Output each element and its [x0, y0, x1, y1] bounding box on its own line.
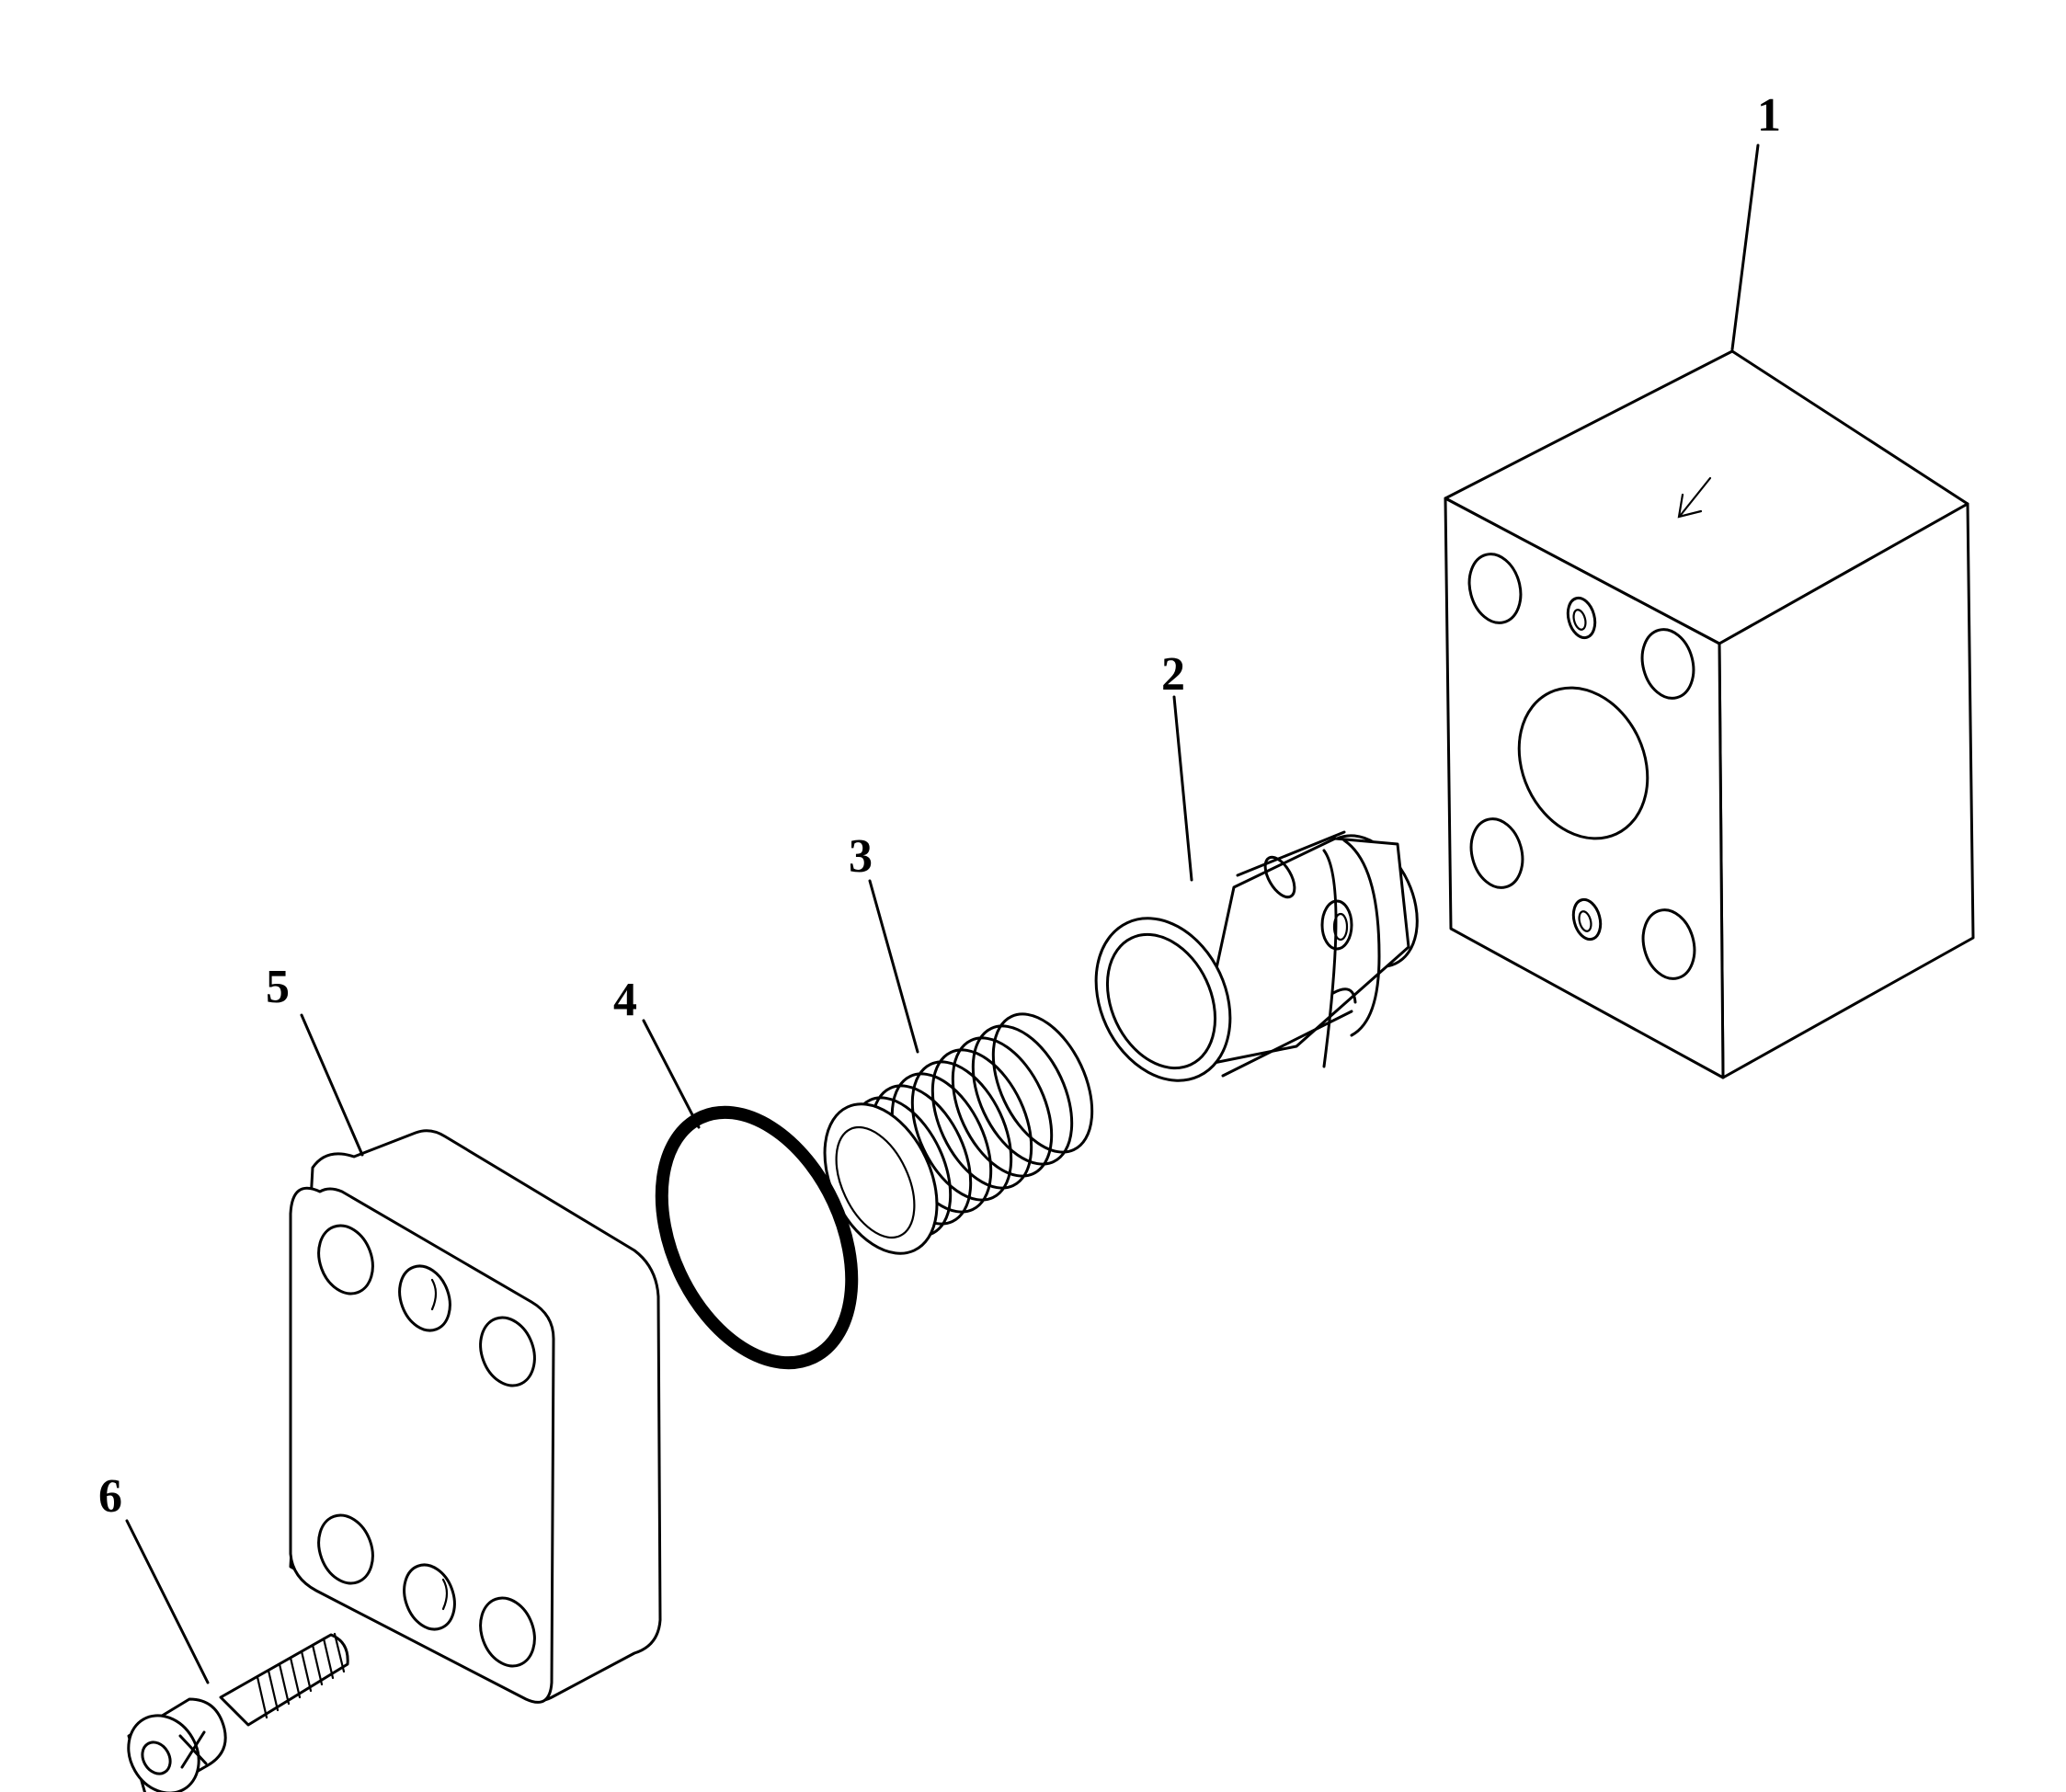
leader-line-3	[868, 879, 919, 1054]
callout-2: 2	[1161, 648, 1185, 701]
block-bolt-hole	[1640, 628, 1695, 700]
sleeve-front-opening	[1094, 917, 1232, 1082]
plate-pin-hole	[398, 1264, 451, 1332]
block-pin-hole	[1566, 596, 1597, 640]
part-2-valve-sleeve	[1094, 830, 1419, 1082]
block-bolt-hole	[1469, 817, 1524, 889]
block-bolt-hole	[1641, 908, 1696, 980]
o-ring-outer	[655, 1105, 859, 1370]
block-pin-hole	[1571, 897, 1603, 942]
callout-1: 1	[1757, 89, 1781, 142]
bolt-head-face	[127, 1714, 200, 1792]
plate-bolt-hole	[317, 1513, 374, 1585]
block-bolt-hole	[1467, 553, 1523, 624]
part-1-valve-block	[1444, 349, 1975, 1079]
plate-bolt-hole	[479, 1596, 536, 1668]
bolt-socket	[141, 1741, 172, 1775]
bolt-shank	[219, 1633, 349, 1727]
callout-4: 4	[613, 974, 637, 1026]
sleeve-port	[1320, 899, 1353, 951]
plate-bolt-hole	[317, 1224, 374, 1295]
leader-line-5	[300, 1013, 364, 1157]
block-front-face	[1444, 497, 1725, 1079]
plate-bolt-hole	[479, 1316, 536, 1387]
leader-line-6	[125, 1519, 210, 1684]
callout-6: 6	[98, 1470, 122, 1523]
plate-front-face	[289, 1186, 555, 1704]
callout-3: 3	[849, 830, 873, 883]
part-5-cover-plate	[289, 1129, 662, 1704]
part-3-spring	[823, 1012, 1094, 1255]
part-6-bolt	[127, 1632, 349, 1792]
leader-line-1	[1730, 143, 1760, 351]
flow-arrow-icon	[1677, 476, 1712, 519]
leader-line-4	[642, 1019, 701, 1129]
part-4-o-ring	[655, 1105, 859, 1370]
plate-pin-hole	[403, 1563, 456, 1631]
sleeve-port	[1263, 855, 1296, 899]
leader-line-2	[1172, 695, 1193, 882]
block-center-port	[1517, 686, 1649, 840]
callout-5: 5	[266, 961, 290, 1013]
